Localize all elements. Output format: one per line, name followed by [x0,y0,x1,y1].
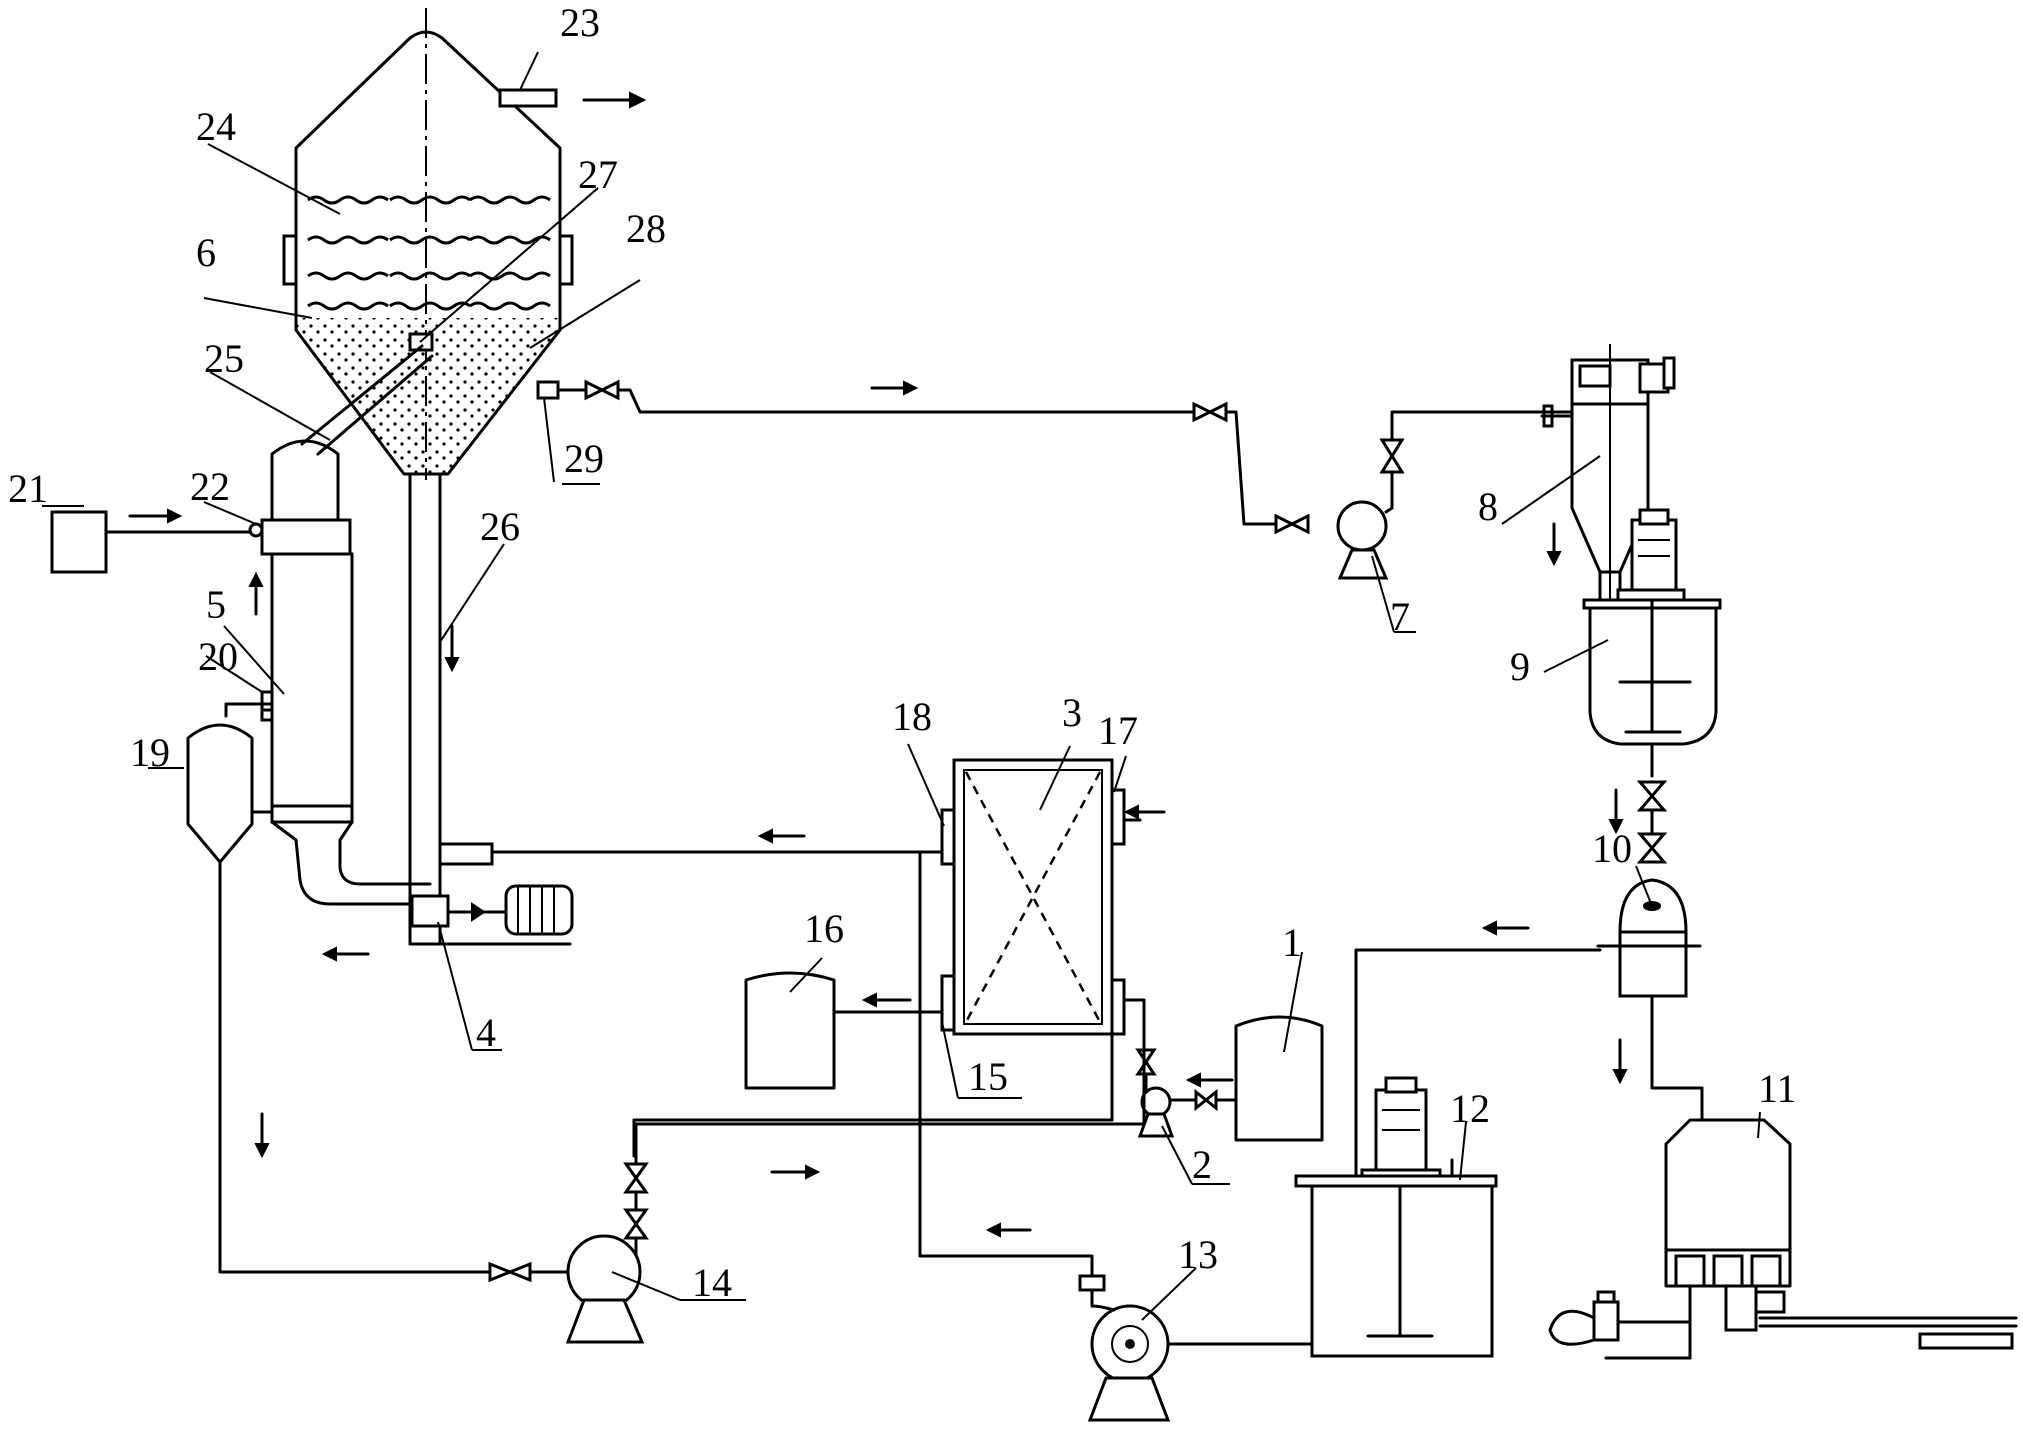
label-15: 15 [968,1054,1008,1099]
heat-exchanger-3 [492,758,1146,1278]
label-24: 24 [196,104,236,149]
label-9: 9 [1510,644,1530,689]
cyclone-8 [1540,344,1676,602]
label-21: 21 [8,466,48,511]
separator-19 [186,702,498,1274]
tank-16 [744,971,842,1090]
tank-1 [1234,1015,1324,1142]
label-1: 1 [1282,920,1302,965]
label-23: 23 [560,0,600,45]
product-line [556,379,1546,535]
upper-vessel [282,8,574,480]
label-26: 26 [480,504,520,549]
label-14: 14 [692,1260,732,1305]
mixer-tank-12 [1294,1076,1498,1358]
label-22: 22 [190,464,230,509]
flow-arrows [128,91,1628,1238]
label-3: 3 [1062,690,1082,735]
downcomer-pipe [408,472,572,946]
stirred-tank-9 [1582,508,1722,864]
label-13: 13 [1178,1232,1218,1277]
label-20: 20 [198,634,238,679]
label-29: 29 [564,436,604,481]
circulation-pump-4 [410,884,574,936]
label-10: 10 [1592,826,1632,871]
label-2: 2 [1192,1142,1212,1187]
liquid-waves [306,195,552,311]
label-6: 6 [196,230,216,275]
column-5 [260,344,434,906]
feed-tank-21 [50,510,264,574]
filter-10 [1354,878,1704,1164]
pump-14 [488,1048,1146,1344]
label-16: 16 [804,906,844,951]
pump-13 [1078,1274,1314,1422]
label-19: 19 [130,730,170,775]
pump-2 [1135,1048,1238,1138]
pump-7 [1336,500,1394,580]
label-12: 12 [1450,1086,1490,1131]
label-4: 4 [476,1010,496,1055]
label-7: 7 [1390,594,1410,639]
label-8: 8 [1478,484,1498,529]
label-28: 28 [626,206,666,251]
label-17: 17 [1098,708,1138,753]
leader-lines [42,51,1761,1321]
label-27: 27 [578,152,618,197]
label-5: 5 [206,582,226,627]
part-labels: 23 24 27 28 6 25 29 21 22 26 5 20 19 3 1… [8,0,1797,1305]
label-25: 25 [204,336,244,381]
label-11: 11 [1758,1066,1797,1111]
dryer-11 [1548,1118,2018,1360]
label-18: 18 [892,694,932,739]
